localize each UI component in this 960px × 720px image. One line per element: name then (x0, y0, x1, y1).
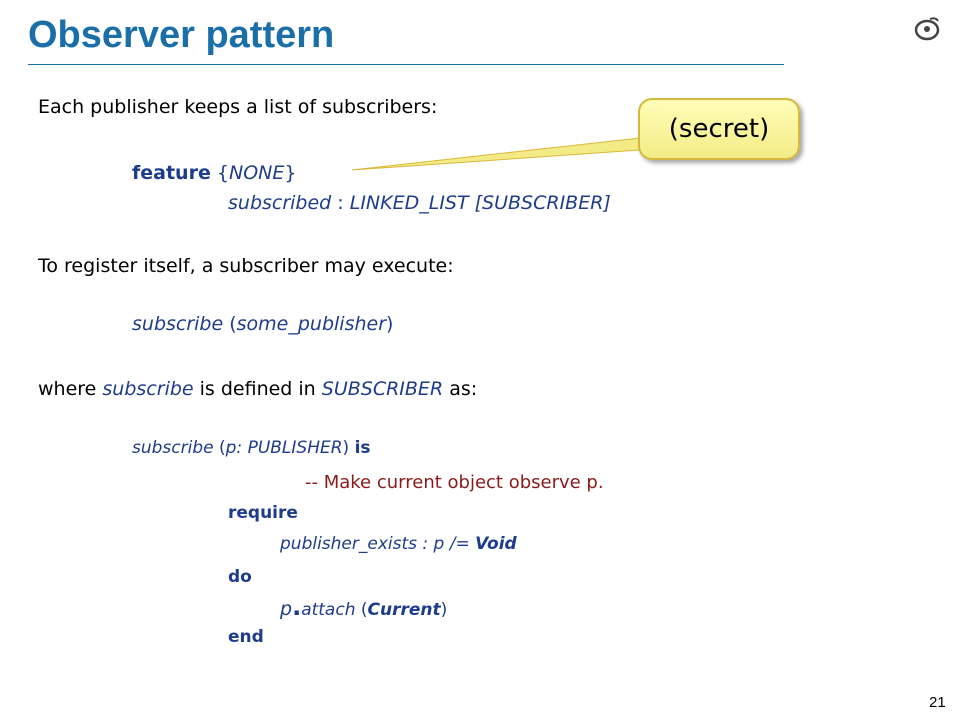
attach-name: attach (301, 600, 356, 620)
is-keyword: is (354, 438, 371, 458)
attach-open: ( (355, 600, 368, 620)
sig-name: subscribe (132, 438, 214, 458)
sig-close: ) (342, 438, 355, 458)
callout-text: (secret) (668, 114, 770, 144)
eiffel-logo-icon (914, 17, 940, 41)
attach-dot: . (292, 593, 302, 621)
none-class: NONE (228, 162, 285, 184)
where-text: where subscribe is defined in SUBSCRIBER… (38, 378, 477, 400)
attach-arg: Current (367, 600, 441, 620)
call-open: ( (223, 313, 237, 335)
brace-close: } (284, 162, 297, 184)
subscribed-type: LINKED_LIST [SUBSCRIBER] (349, 192, 611, 214)
require-keyword: require (228, 503, 298, 523)
call-close: ) (386, 313, 394, 335)
where-part-3: as: (443, 378, 478, 400)
feature-keyword: feature (132, 162, 211, 184)
routine-signature: subscribe (p: PUBLISHER) is (132, 438, 371, 458)
assertion-label: publisher_exists (280, 534, 418, 554)
assertion-expr: : p /= (417, 534, 476, 554)
attach-call: p.attach (Current) (280, 593, 447, 621)
feature-clause: feature {NONE} (132, 162, 296, 184)
title-divider (28, 64, 784, 65)
attach-close: ) (440, 600, 448, 620)
subscribed-declaration: subscribed : LINKED_LIST [SUBSCRIBER] (228, 192, 611, 214)
register-text: To register itself, a subscriber may exe… (38, 255, 454, 277)
slide-title: Observer pattern (28, 14, 335, 56)
where-part-2: is defined in (193, 378, 322, 400)
end-keyword: end (228, 627, 264, 647)
subscribed-name: subscribed (228, 192, 332, 214)
intro-text: Each publisher keeps a list of subscribe… (38, 96, 438, 118)
sig-open: ( (213, 438, 226, 458)
require-clause: require (228, 503, 298, 523)
sig-param: p: PUBLISHER (225, 438, 343, 458)
brace-open: { (216, 162, 229, 184)
void-keyword: Void (475, 534, 517, 554)
where-class: SUBSCRIBER (321, 378, 444, 400)
precondition: publisher_exists : p /= Void (280, 534, 517, 554)
subscribe-call: subscribe (some_publisher) (132, 313, 393, 335)
end-clause: end (228, 627, 264, 647)
page-number: 21 (929, 694, 946, 711)
call-args: some_publisher (236, 313, 387, 335)
subscribed-colon: : (331, 192, 350, 214)
secret-callout: (secret) (638, 98, 800, 160)
do-keyword: do (228, 567, 252, 587)
do-clause: do (228, 567, 252, 587)
where-part-1: where (38, 378, 103, 400)
attach-target: p (280, 598, 293, 620)
call-name: subscribe (132, 313, 224, 335)
routine-comment: -- Make current object observe p. (305, 472, 604, 493)
where-subscribe: subscribe (102, 378, 194, 400)
